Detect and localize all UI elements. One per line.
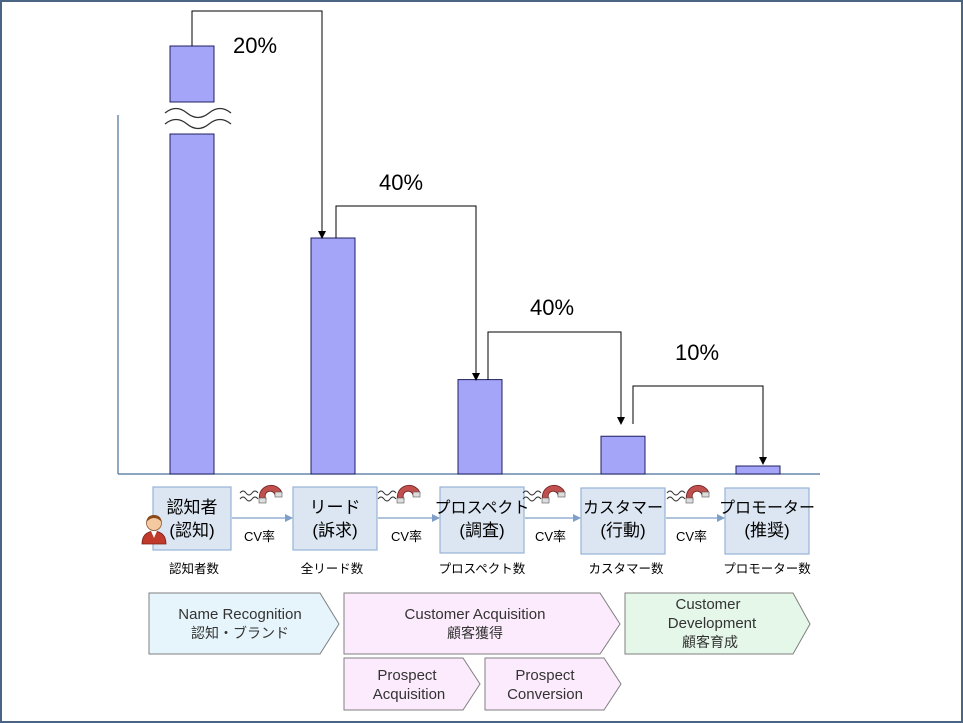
stage-box-4: カスタマー (行動) bbox=[580, 487, 666, 555]
category-label-3: プロスペクト数 bbox=[439, 561, 526, 576]
bar-4 bbox=[600, 435, 646, 475]
bar-2 bbox=[310, 237, 356, 475]
phase-customer-development: Customer Development 顧客育成 bbox=[624, 592, 811, 655]
axis-break-icon bbox=[160, 103, 232, 133]
stage-3-subtitle: (調査) bbox=[459, 521, 504, 540]
stage-5-subtitle: (推奨) bbox=[744, 521, 789, 540]
stage-4-title: カスタマー bbox=[583, 499, 663, 517]
phase-prospect-acquisition-title: Prospect bbox=[377, 667, 437, 684]
category-label-4: カスタマー数 bbox=[588, 561, 664, 576]
bars-group bbox=[169, 45, 781, 475]
stage-5-title: プロモーター bbox=[719, 499, 815, 517]
conversion-rate-3: 40% bbox=[530, 295, 574, 320]
stage-4-subtitle: (行動) bbox=[600, 521, 645, 540]
phase-prospect-acquisition-subtitle: Acquisition bbox=[373, 686, 446, 703]
phase-name-recognition-subtitle: 認知・ブランド bbox=[191, 625, 289, 641]
phase-customer-acquisition-title: Customer Acquisition bbox=[405, 606, 546, 623]
magnet-icon bbox=[666, 484, 710, 504]
cv-label-3: CV率 bbox=[535, 529, 566, 544]
conversion-rate-1: 20% bbox=[233, 33, 277, 58]
stage-box-2: リード (訴求) bbox=[292, 486, 378, 551]
phase-prospect-conversion: Prospect Conversion bbox=[484, 657, 622, 711]
category-label-5: プロモーター数 bbox=[723, 561, 811, 576]
conversion-rate-4: 10% bbox=[675, 340, 719, 365]
phase-name-recognition-title: Name Recognition bbox=[178, 606, 301, 623]
bar-1-lower bbox=[169, 133, 215, 475]
phase-customer-development-subtitle: 顧客育成 bbox=[682, 634, 738, 650]
magnet-icon bbox=[377, 484, 421, 504]
bar-1-upper bbox=[169, 45, 215, 103]
stage-1-title: 認知者 bbox=[167, 498, 218, 517]
stage-1-subtitle: (認知) bbox=[169, 521, 214, 540]
conversion-arrows bbox=[191, 10, 767, 465]
phase-customer-development-title: Customer bbox=[675, 596, 740, 613]
conversion-rate-2: 40% bbox=[379, 170, 423, 195]
stage-2-title: リード bbox=[310, 498, 361, 517]
stage-2-subtitle: (訴求) bbox=[312, 521, 357, 540]
magnet-icon bbox=[239, 484, 283, 504]
conversion-arrow-2 bbox=[335, 205, 480, 381]
conversion-arrow-3 bbox=[487, 331, 625, 425]
phase-customer-acquisition: Customer Acquisition 顧客獲得 bbox=[343, 592, 621, 655]
phase-prospect-acquisition: Prospect Acquisition bbox=[343, 657, 481, 711]
magnet-icon bbox=[522, 484, 566, 504]
cv-label-4: CV率 bbox=[676, 529, 707, 544]
stage-box-5: プロモーター (推奨) bbox=[719, 487, 815, 555]
bar-3 bbox=[457, 379, 503, 475]
phase-prospect-conversion-title: Prospect bbox=[515, 667, 575, 684]
category-label-2: 全リード数 bbox=[301, 561, 364, 576]
phase-prospect-conversion-subtitle: Conversion bbox=[507, 686, 583, 703]
conversion-arrow-4 bbox=[632, 385, 767, 465]
bar-5 bbox=[735, 465, 781, 475]
person-icon bbox=[141, 515, 167, 545]
phase-name-recognition: Name Recognition 認知・ブランド bbox=[148, 592, 340, 655]
phase-customer-development-title-2: Development bbox=[668, 615, 757, 632]
phase-customer-acquisition-subtitle: 顧客獲得 bbox=[447, 625, 503, 641]
stage-box-3: プロスペクト (調査) bbox=[435, 486, 530, 554]
cv-label-1: CV率 bbox=[244, 529, 275, 544]
category-label-1: 認知者数 bbox=[169, 561, 220, 576]
cv-label-2: CV率 bbox=[391, 529, 422, 544]
conversion-arrow-1 bbox=[191, 10, 326, 239]
stage-3-title: プロスペクト bbox=[435, 499, 530, 517]
